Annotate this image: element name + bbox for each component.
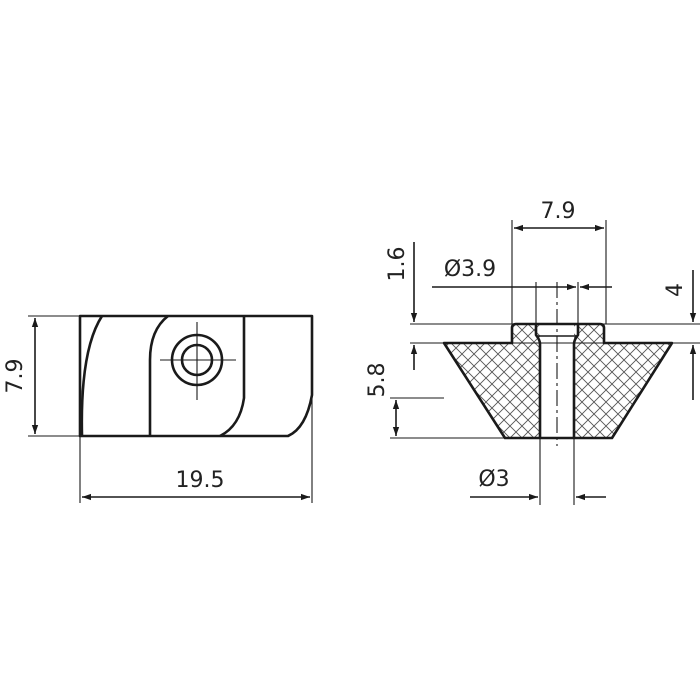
front-view: 7.9 19.5 <box>3 314 314 503</box>
front-view-slot <box>148 314 169 436</box>
section-bore-diameter-label: Ø3.9 <box>444 257 496 282</box>
section-total-height-label: 4 <box>663 283 688 297</box>
front-view-left-curve <box>80 315 104 437</box>
front-view-slot-right <box>219 316 246 438</box>
section-bore <box>534 324 542 438</box>
section-body-height-label: 5.8 <box>365 363 390 398</box>
section-view: 7.9 Ø3.9 1.6 4 5.8 Ø3 <box>365 199 700 505</box>
section-bore-right <box>572 324 580 438</box>
section-hole-diameter-label: Ø3 <box>478 467 509 492</box>
front-height-label: 7.9 <box>3 359 28 394</box>
section-body-right <box>574 343 672 438</box>
section-collar-height-label: 1.6 <box>385 247 410 282</box>
section-top-width-label: 7.9 <box>541 199 576 224</box>
section-body-left <box>444 343 540 438</box>
front-width-label: 19.5 <box>176 468 225 493</box>
